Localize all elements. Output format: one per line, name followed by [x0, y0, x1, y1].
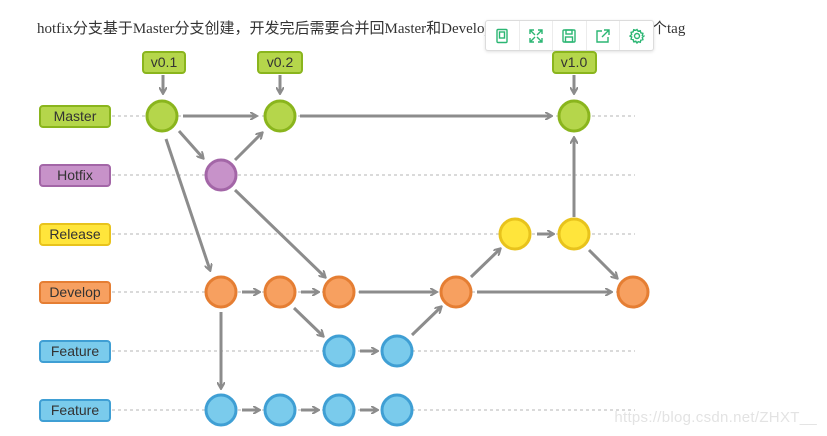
- commits: [145, 99, 650, 427]
- branch-badge: [39, 164, 111, 187]
- commit-develop: [616, 275, 650, 309]
- commit-feature: [263, 393, 297, 427]
- watermark: https://blog.csdn.net/ZHXT__: [614, 409, 817, 426]
- arrow-hotfix-to-develop: [233, 188, 325, 277]
- intro-text: hotfix分支基于Master分支创建，开发完后需要合并回Master和Dev…: [37, 21, 507, 37]
- tag-badge: [142, 51, 186, 74]
- copy-button[interactable]: [486, 21, 520, 50]
- image-toolbar: [485, 20, 654, 51]
- gear-icon: [628, 28, 645, 44]
- save-icon: [562, 28, 577, 43]
- branch-label: Feature: [51, 402, 99, 418]
- tag-v0-2: v0.2: [257, 51, 303, 93]
- commit-hotfix: [204, 158, 238, 192]
- share-button[interactable]: [587, 21, 621, 50]
- commit-develop: [263, 275, 297, 309]
- lane-lines: [112, 115, 635, 411]
- commit-master: [263, 99, 297, 133]
- branch-badge: [39, 105, 111, 128]
- commit-feature: [380, 393, 414, 427]
- arrow-develop-to-feature1: [292, 306, 323, 336]
- commit-master: [557, 99, 591, 133]
- commit-arrows: [164, 116, 617, 410]
- share-icon: [596, 28, 610, 43]
- arrow-feature1-to-develop: [410, 307, 441, 337]
- branch-badge: [39, 281, 111, 304]
- commit-feature: [380, 334, 414, 368]
- branch-badge: [39, 340, 111, 363]
- arrow-master-to-hotfix: [177, 130, 203, 158]
- save-button[interactable]: [553, 21, 587, 50]
- branch-label: Feature: [51, 343, 99, 359]
- intro-text-tail: 个tag: [652, 21, 686, 37]
- branch-label: Master: [54, 108, 97, 124]
- commit-release: [498, 217, 532, 251]
- branch-develop-label: Develop: [39, 281, 111, 304]
- branch-hotfix-label: Hotfix: [39, 164, 111, 187]
- branch-feature-1-label: Feature: [39, 340, 111, 363]
- commit-develop: [204, 275, 238, 309]
- branch-label: Hotfix: [57, 167, 93, 183]
- expand-button[interactable]: [520, 21, 554, 50]
- arrow-release-to-develop: [587, 248, 617, 278]
- branch-master-label: Master: [39, 105, 111, 128]
- commit-feature: [204, 393, 238, 427]
- commit-develop: [439, 275, 473, 309]
- branch-badge: [39, 399, 111, 422]
- branch-badge: [39, 223, 111, 246]
- arrow-master-to-develop: [164, 138, 210, 270]
- branch-label: Release: [49, 226, 101, 242]
- tag-badge: [552, 51, 597, 74]
- arrow-hotfix-to-master: [233, 133, 262, 162]
- branch-label: Develop: [49, 284, 101, 300]
- expand-icon: [529, 28, 543, 43]
- tag-v0-1: v0.1: [142, 51, 186, 93]
- commit-feature: [322, 393, 356, 427]
- copy-icon: [496, 28, 508, 43]
- tag-v1-0: v1.0: [552, 51, 597, 93]
- tag-label: v0.2: [267, 54, 294, 70]
- branch-feature-2-label: Feature: [39, 399, 111, 422]
- tag-label: v1.0: [561, 54, 588, 70]
- commit-feature: [322, 334, 356, 368]
- arrow-develop-to-release: [469, 249, 500, 279]
- tag-badge: [257, 51, 303, 74]
- commit-master: [145, 99, 179, 133]
- commit-develop: [322, 275, 356, 309]
- tag-label: v0.1: [151, 54, 178, 70]
- branch-release-label: Release: [39, 223, 111, 246]
- commit-release: [557, 217, 591, 251]
- settings-button[interactable]: [620, 21, 653, 50]
